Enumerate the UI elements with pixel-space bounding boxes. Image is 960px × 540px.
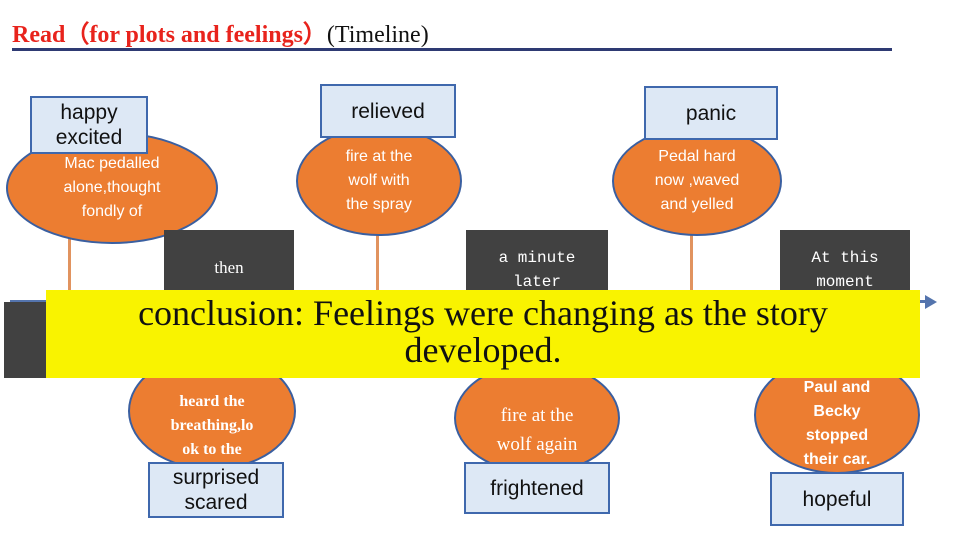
- feeling-box-1-line-1: happy: [60, 101, 118, 124]
- plot-oval-3-line-3: and yelled: [660, 196, 734, 213]
- feeling-box-4-line-2: scared: [184, 491, 248, 514]
- feeling-box-2-label: relieved: [351, 99, 425, 123]
- plot-oval-5-line-1: fire at the: [500, 405, 574, 426]
- plot-oval-6-line-1: Paul and: [803, 379, 871, 396]
- plot-oval-2-line-1: fire at the: [345, 148, 413, 165]
- left-dark-block: [4, 302, 46, 378]
- plot-oval-4-line-2: breathing,lo: [170, 417, 254, 434]
- time-marker-2-line-1: a minute: [498, 249, 576, 267]
- time-marker-2-line-2: later: [512, 273, 561, 291]
- feeling-box-1-line-2: excited: [55, 126, 123, 149]
- plot-oval-5: fire at the wolf again: [454, 362, 620, 474]
- time-marker-1: then: [164, 230, 294, 296]
- plot-oval-3: Pedal hard now ,waved and yelled: [612, 126, 782, 236]
- title-paren-close: ）: [302, 22, 327, 48]
- feeling-box-4-line-1: surprised: [172, 466, 260, 489]
- feeling-box-1: happy excited: [30, 96, 148, 154]
- feeling-box-4-text: surprised scared: [173, 465, 259, 515]
- plot-oval-1-text: Mac pedalled alone,thought fondly of: [64, 152, 161, 224]
- plot-oval-1-line-1: Mac pedalled: [64, 155, 160, 172]
- plot-oval-2: fire at the wolf with the spray: [296, 126, 462, 236]
- feeling-box-6-label: hopeful: [802, 487, 872, 511]
- plot-oval-6-text: Paul and Becky stopped their car.: [804, 376, 871, 472]
- plot-oval-6-line-4: their car.: [803, 451, 871, 468]
- title-read: Read: [12, 22, 66, 48]
- plot-oval-3-line-2: now ,waved: [654, 172, 740, 189]
- conclusion-line-1: conclusion: Feelings were changing as th…: [138, 293, 828, 333]
- page-title: Read（for plots and feelings）(Timeline): [12, 14, 429, 49]
- feeling-box-6: hopeful: [770, 472, 904, 526]
- stem-3: [690, 216, 693, 302]
- plot-oval-2-line-3: the spray: [346, 196, 412, 213]
- feeling-box-2: relieved: [320, 84, 456, 138]
- plot-oval-5-line-2: wolf again: [496, 434, 578, 455]
- plot-oval-5-text: fire at the wolf again: [497, 401, 578, 459]
- plot-oval-6-line-2: Becky: [813, 403, 861, 420]
- time-marker-3: At this moment: [780, 230, 910, 296]
- plot-oval-4-line-3: ok to the: [182, 441, 242, 458]
- feeling-box-3: panic: [644, 86, 778, 140]
- feeling-box-4: surprised scared: [148, 462, 284, 518]
- plot-oval-3-text: Pedal hard now ,waved and yelled: [655, 145, 740, 217]
- title-paren-open: （: [65, 22, 90, 48]
- plot-oval-1-line-2: alone,thought: [63, 179, 161, 196]
- plot-oval-4-text: heard the breathing,lo ok to the side: [170, 390, 254, 468]
- feeling-box-5-label: frightened: [490, 476, 584, 500]
- feeling-box-3-label: panic: [685, 101, 737, 125]
- conclusion-banner: conclusion: Feelings were changing as th…: [46, 290, 920, 378]
- conclusion-line-2: developed.: [404, 330, 562, 370]
- time-marker-3-line-1: At this: [811, 249, 879, 267]
- plot-oval-1-line-3: fondly of: [81, 203, 143, 220]
- title-timeline-label: (Timeline): [326, 22, 429, 48]
- feeling-box-1-text: happy excited: [56, 100, 123, 150]
- feeling-box-5: frightened: [464, 462, 610, 514]
- stem-2: [376, 216, 379, 302]
- plot-oval-4-line-1: heard the: [179, 393, 245, 410]
- plot-oval-2-text: fire at the wolf with the spray: [346, 145, 413, 217]
- time-marker-2: a minute later: [466, 230, 608, 296]
- title-underline: [12, 48, 892, 51]
- time-marker-3-line-2: moment: [816, 273, 874, 291]
- plot-oval-3-line-1: Pedal hard: [658, 148, 736, 165]
- plot-oval-6-line-3: stopped: [805, 427, 869, 444]
- plot-oval-2-line-2: wolf with: [348, 172, 410, 189]
- timeline-arrowhead: [925, 295, 937, 309]
- time-marker-1-line-1: then: [214, 258, 244, 277]
- stem-1: [68, 228, 71, 304]
- title-subtitle: for plots and feelings: [89, 22, 303, 48]
